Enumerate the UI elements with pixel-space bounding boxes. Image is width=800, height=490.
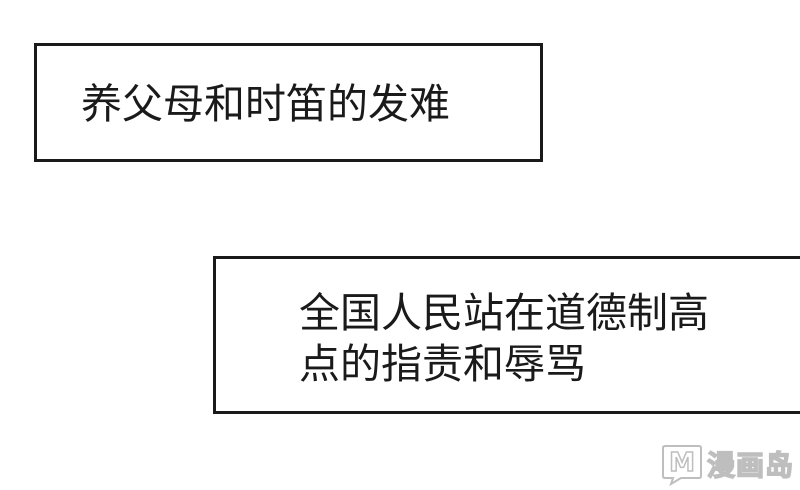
caption-box-2: 全国人民站在道德制高 点的指责和辱骂 — [213, 256, 800, 414]
caption-text-2: 全国人民站在道德制高 点的指责和辱骂 — [299, 288, 709, 390]
watermark-logo-letter: M — [669, 448, 695, 478]
caption-line: 全国人民站在道德制高 — [299, 289, 709, 337]
watermark-text: 漫画岛 — [706, 448, 794, 483]
m-logo-icon: M — [661, 445, 702, 486]
caption-line: 养父母和时笛的发难 — [81, 80, 450, 128]
caption-box-1: 养父母和时笛的发难 — [34, 43, 543, 162]
watermark: M 漫画岛 — [659, 442, 794, 486]
caption-text-1: 养父母和时笛的发难 — [81, 80, 450, 128]
caption-line: 点的指责和辱骂 — [299, 340, 586, 388]
